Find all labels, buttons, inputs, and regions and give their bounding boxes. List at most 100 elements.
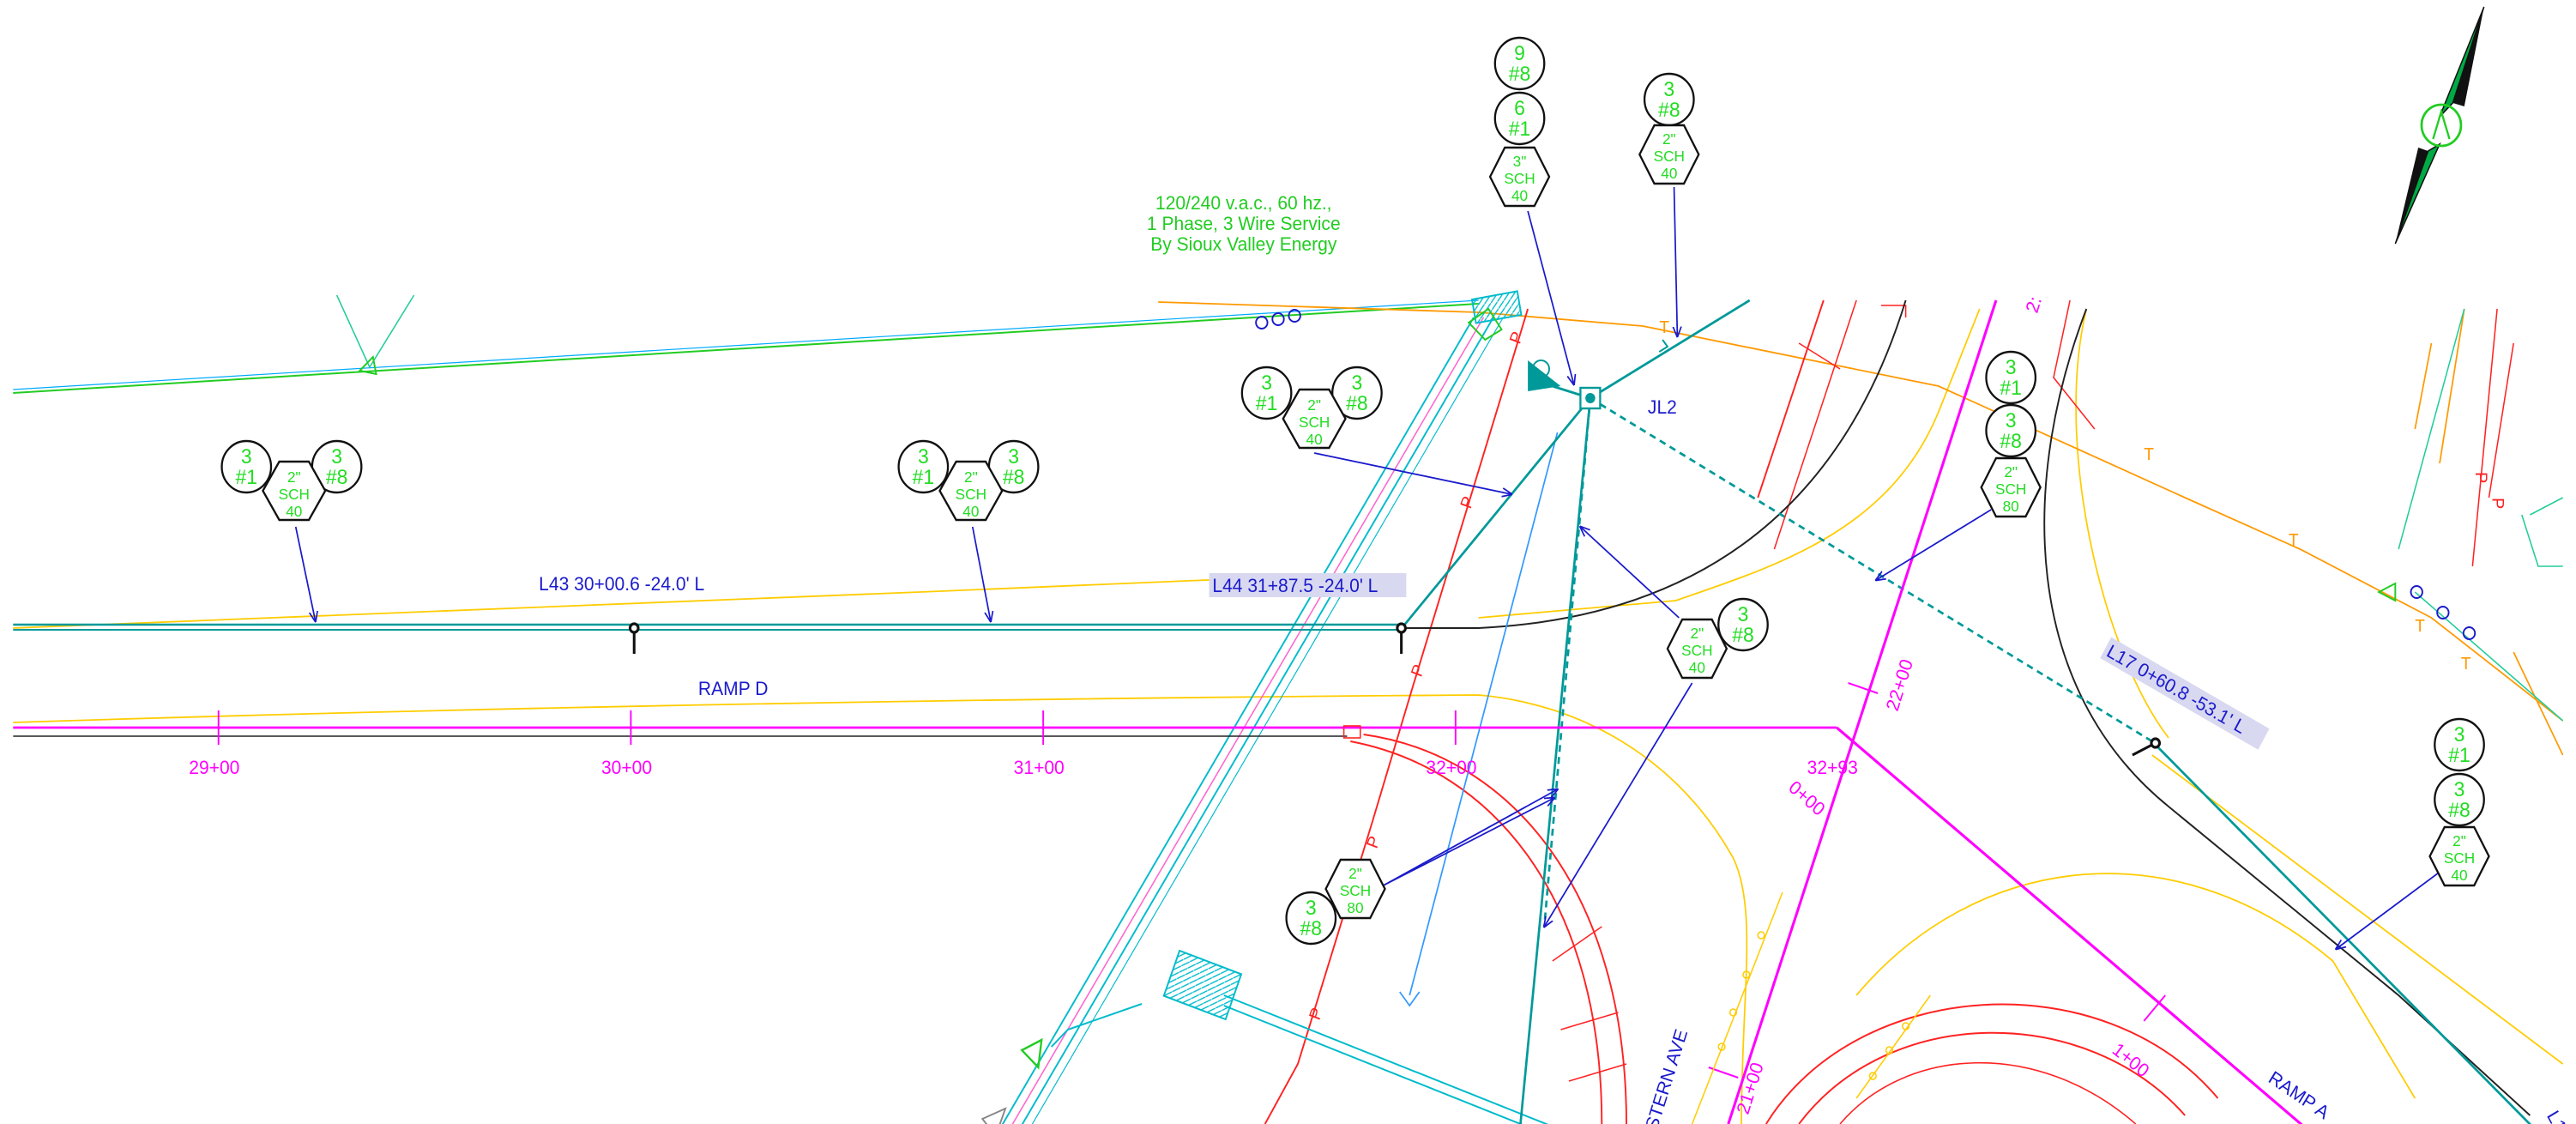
wire-count: 3	[918, 445, 929, 468]
station-label-l17: L17 0+60.8 -53.1' L	[2103, 641, 2249, 738]
conduit-type: SCH	[1340, 882, 1371, 899]
conduit-class: 40	[1689, 659, 1705, 676]
wire-size: #8	[1658, 99, 1680, 122]
electrical-outlet-icon	[1255, 309, 2476, 640]
wire-count: 3	[241, 445, 252, 468]
station-tick: 31+00	[1014, 758, 1065, 779]
conduit-class: 40	[1511, 187, 1528, 204]
conduit-tag-text: 3 #1 3 #8 2" SCH 40 3 #1 3 #8 2" SCH 40 …	[236, 42, 2476, 940]
station-tick: 32+93	[1807, 758, 1858, 779]
conduit-diameter: 2"	[287, 468, 301, 486]
conduit-type: SCH	[1654, 148, 1685, 165]
station-tick: 32+00	[1426, 758, 1476, 779]
conduit-diameter: 2"	[2452, 832, 2466, 849]
conduit-tag-lower-crossing	[1285, 858, 1386, 946]
conduit-class: 40	[962, 503, 979, 520]
conduit-class: 40	[1306, 431, 1323, 448]
power-mark: P	[1408, 662, 1429, 680]
conduit-class: 80	[2003, 498, 2019, 515]
conduit-type: SCH	[1681, 642, 1712, 659]
telephone-mark: T	[2289, 531, 2299, 550]
light-pole-icon	[980, 1037, 1043, 1124]
conduit-type: SCH	[1504, 170, 1535, 187]
conduit-diameter: 2"	[964, 468, 978, 486]
wire-size: #1	[913, 466, 935, 489]
conduit-diameter: 2"	[1307, 396, 1321, 414]
conduit-class: 40	[286, 503, 302, 520]
conduit-tag-near-service	[1240, 366, 1383, 450]
conduit-type: SCH	[1995, 480, 2026, 498]
wire-count: 3	[2454, 723, 2465, 746]
station-tick: 30+00	[601, 758, 652, 779]
station-label-l43: L43 30+00.6 -24.0' L	[539, 574, 704, 595]
wire-count: 3	[331, 445, 342, 468]
wire-size: #1	[1509, 118, 1531, 141]
service-note-line3: By Sioux Valley Energy	[1150, 234, 1336, 256]
wire-size: #1	[2000, 377, 2022, 400]
wire-size: #1	[236, 466, 258, 489]
wire-size: #8	[1003, 466, 1025, 489]
conduit-diameter: 2"	[1662, 130, 1676, 148]
conduit-tag-top-main	[1488, 36, 1551, 208]
station-label-l44: L44 31+87.5 -24.0' L	[1212, 576, 1378, 597]
power-mark: P	[1506, 329, 1528, 347]
wire-count: 9	[1514, 42, 1525, 65]
wire-size: #8	[1509, 63, 1531, 86]
edge-fragment: 2:	[2022, 294, 2046, 316]
conduit-runs	[13, 299, 2532, 1124]
pull-box-icon	[1467, 290, 1523, 341]
service-note-line1: 120/240 v.a.c., 60 hz.,	[1155, 193, 1332, 215]
feeder-conduit-bundle	[1001, 317, 1559, 1124]
service-note: 120/240 v.a.c., 60 hz., 1 Phase, 3 Wire …	[1147, 193, 1341, 256]
conduit-type: SCH	[2444, 849, 2475, 867]
station-tick: 29+00	[189, 758, 239, 779]
wire-count: 3	[1738, 603, 1749, 626]
conduit-diameter: 3"	[1513, 153, 1527, 170]
conduit-tag-mid-ramp	[897, 439, 1040, 522]
edge-fragment: L1	[2543, 1107, 2570, 1124]
wire-size: #8	[1732, 624, 1754, 647]
conduit-type: SCH	[279, 486, 310, 503]
ramp-d-name: RAMP D	[698, 679, 768, 700]
conduit-tag-top-right	[1638, 72, 1700, 185]
service-cabinet-icon	[1162, 949, 1243, 1021]
wire-count: 3	[1663, 78, 1674, 101]
western-ave-name: WESTERN AVE	[1632, 1027, 1692, 1124]
telephone-mark: T	[1659, 318, 1669, 337]
conduit-class: 80	[1347, 899, 1363, 916]
wire-count: 6	[1514, 97, 1525, 120]
wire-size: #8	[326, 466, 348, 489]
power-mark: P	[2488, 498, 2507, 509]
junction-label: JL2	[1648, 397, 1677, 419]
conduit-diameter: 2"	[1348, 865, 1362, 882]
station-tick: 1+00	[2108, 1039, 2153, 1082]
power-mark: P	[2471, 472, 2490, 483]
western-ave-alignment: 22+00 21+00 0+00 1+00 2: WESTERN AVE RAM…	[1632, 294, 2570, 1124]
conduit-tag-center-crossing	[1666, 597, 1769, 680]
wire-size: #8	[1300, 917, 1323, 940]
tag-leaders	[294, 186, 2446, 949]
conduit-class: 40	[1661, 165, 1677, 182]
wire-size: #8	[2000, 430, 2022, 453]
conduit-class: 40	[2451, 867, 2467, 884]
wire-count: 3	[1352, 372, 1363, 395]
station-tick: 21+00	[1733, 1060, 1768, 1116]
wire-size: #8	[1346, 392, 1368, 415]
station-labels: L43 30+00.6 -24.0' L L44 31+87.5 -24.0' …	[539, 573, 2270, 750]
junction-box-icon	[1579, 386, 1602, 410]
ramp-pole-markers	[628, 622, 2162, 757]
wire-count: 3	[2006, 409, 2017, 432]
ramp-a-name: RAMP A	[2265, 1067, 2333, 1124]
station-tick: 22+00	[1882, 656, 1917, 713]
wire-size: #1	[1256, 392, 1278, 415]
wire-count: 3	[2454, 778, 2465, 801]
power-mark: P	[1457, 494, 1478, 511]
telephone-mark: T	[2461, 655, 2471, 674]
station-tick: 0+00	[1785, 777, 1829, 820]
wire-size: #1	[2448, 744, 2470, 767]
wire-count: 3	[1261, 372, 1272, 395]
conduit-type: SCH	[1299, 414, 1330, 431]
telephone-mark: T	[2144, 445, 2154, 464]
wire-count: 3	[2006, 356, 2017, 379]
